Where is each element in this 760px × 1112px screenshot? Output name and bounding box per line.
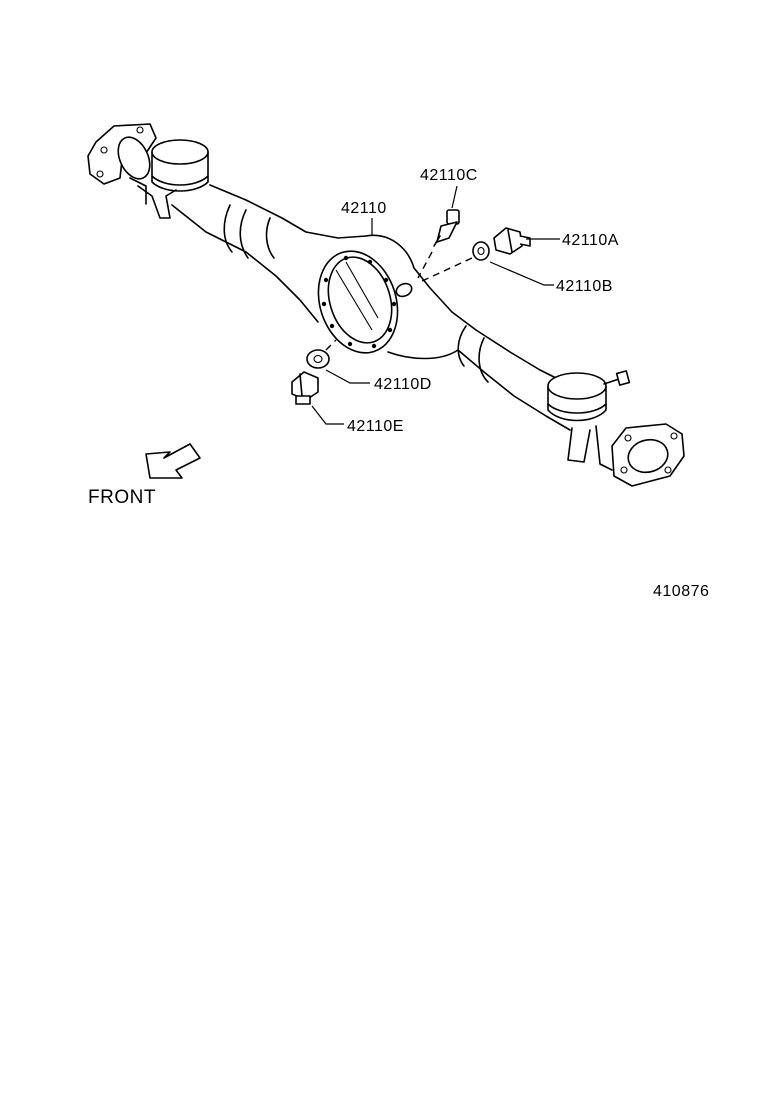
drain-gasket-part — [306, 349, 330, 369]
housing-label: 42110 — [341, 200, 387, 217]
breather-label: 42110C — [420, 167, 478, 184]
front-arrow-icon — [145, 443, 201, 479]
plug-a-label: 42110A — [562, 232, 619, 249]
gasket-b-label: 42110B — [556, 278, 613, 295]
filler-gasket-part — [472, 241, 490, 261]
filler-plug-part — [493, 227, 531, 255]
flange-bolts — [321, 255, 397, 349]
right-end-flange — [611, 423, 685, 487]
left-end-flange — [87, 123, 157, 185]
front-label: FRONT — [88, 487, 156, 508]
right-spring-seat — [547, 370, 631, 471]
breather-plug-part — [417, 209, 460, 279]
left-spring-seat — [129, 139, 209, 219]
leader-lines — [311, 185, 560, 425]
gasket-d-label: 42110D — [374, 376, 432, 393]
figure-number: 410876 — [653, 583, 709, 600]
axle-housing — [171, 184, 571, 431]
plug-e-label: 42110E — [347, 418, 404, 435]
drain-plug-part — [291, 371, 319, 405]
